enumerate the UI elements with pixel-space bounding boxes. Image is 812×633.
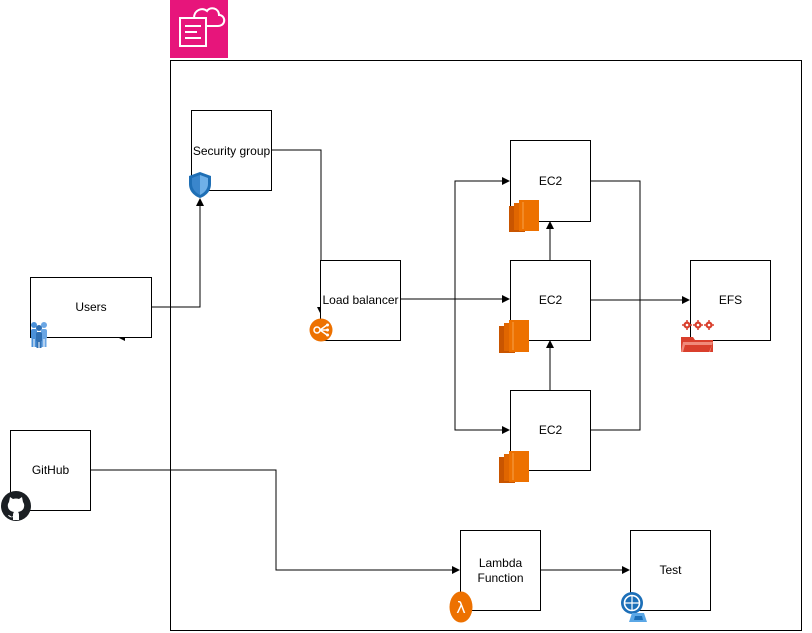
edge-users-security bbox=[151, 198, 204, 308]
ec2-top-label: EC2 bbox=[538, 173, 563, 188]
ec2-instance-icon-bottom bbox=[499, 451, 529, 483]
edge-ec2top-bus bbox=[591, 180, 641, 300]
cloud-formation-icon bbox=[170, 0, 228, 58]
ec2-bottom-label: EC2 bbox=[538, 423, 563, 437]
shield-icon bbox=[188, 171, 212, 199]
test-node[interactable]: Test bbox=[630, 530, 711, 611]
ec2-instance-icon-top bbox=[509, 200, 539, 232]
edge-lb-ec2-top bbox=[454, 177, 510, 299]
load-balancer-label: Load balancer bbox=[322, 293, 399, 307]
users-icon bbox=[28, 320, 50, 348]
efs-icon bbox=[679, 319, 717, 353]
edge-ec2bottom-bus bbox=[591, 300, 641, 431]
security-group-label: Security group bbox=[192, 144, 271, 158]
ec2-mid-label: EC2 bbox=[538, 293, 563, 307]
github-label: GitHub bbox=[31, 463, 70, 477]
edge-security-lb bbox=[271, 149, 325, 315]
test-label: Test bbox=[659, 563, 682, 577]
edge-github-lambda bbox=[91, 469, 460, 574]
users-label: Users bbox=[75, 300, 107, 314]
load-balancer-node[interactable]: Load balancer bbox=[320, 260, 401, 341]
test-icon bbox=[618, 591, 650, 623]
vpc-group-frame bbox=[170, 60, 802, 631]
edge-lb-ec2-bottom bbox=[454, 299, 510, 434]
load-balancer-icon bbox=[309, 318, 333, 342]
lambda-label: Lambda Function bbox=[477, 555, 524, 585]
lambda-icon: λ bbox=[449, 591, 473, 623]
efs-node[interactable]: EFS bbox=[690, 260, 771, 341]
ec2-instance-icon-mid bbox=[499, 320, 529, 353]
users-node[interactable]: Users bbox=[30, 277, 152, 338]
efs-label: EFS bbox=[718, 293, 743, 307]
lambda-node[interactable]: Lambda Function bbox=[460, 530, 541, 611]
svg-text:λ: λ bbox=[456, 598, 465, 617]
github-icon bbox=[0, 490, 32, 522]
